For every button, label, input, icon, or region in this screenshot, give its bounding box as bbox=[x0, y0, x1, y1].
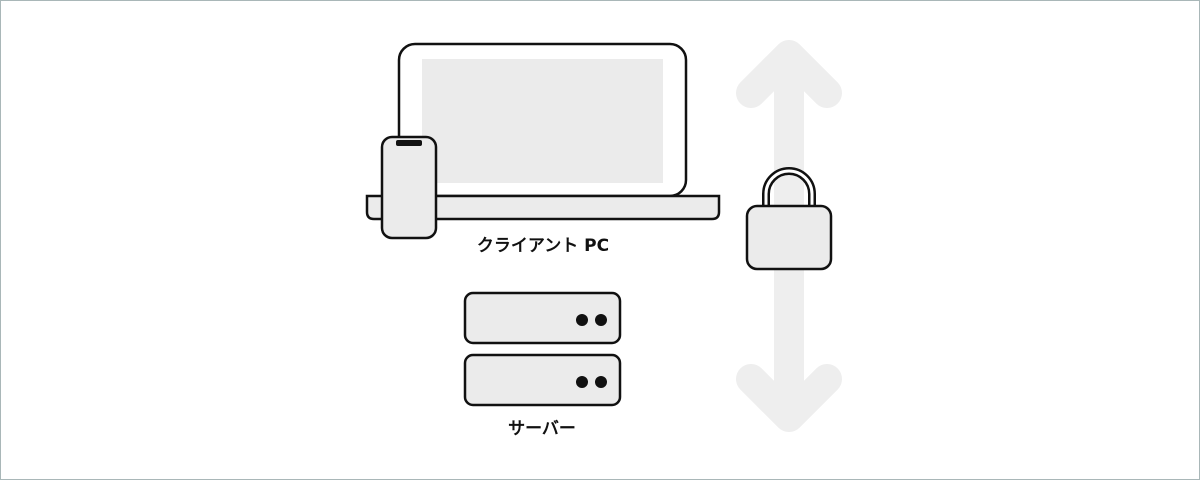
client-label: クライアント PC bbox=[477, 236, 609, 256]
smartphone-icon bbox=[380, 135, 438, 240]
server-label: サーバー bbox=[508, 419, 576, 439]
server-icon bbox=[463, 291, 622, 407]
laptop-icon bbox=[365, 42, 721, 221]
lock-icon bbox=[745, 167, 833, 271]
